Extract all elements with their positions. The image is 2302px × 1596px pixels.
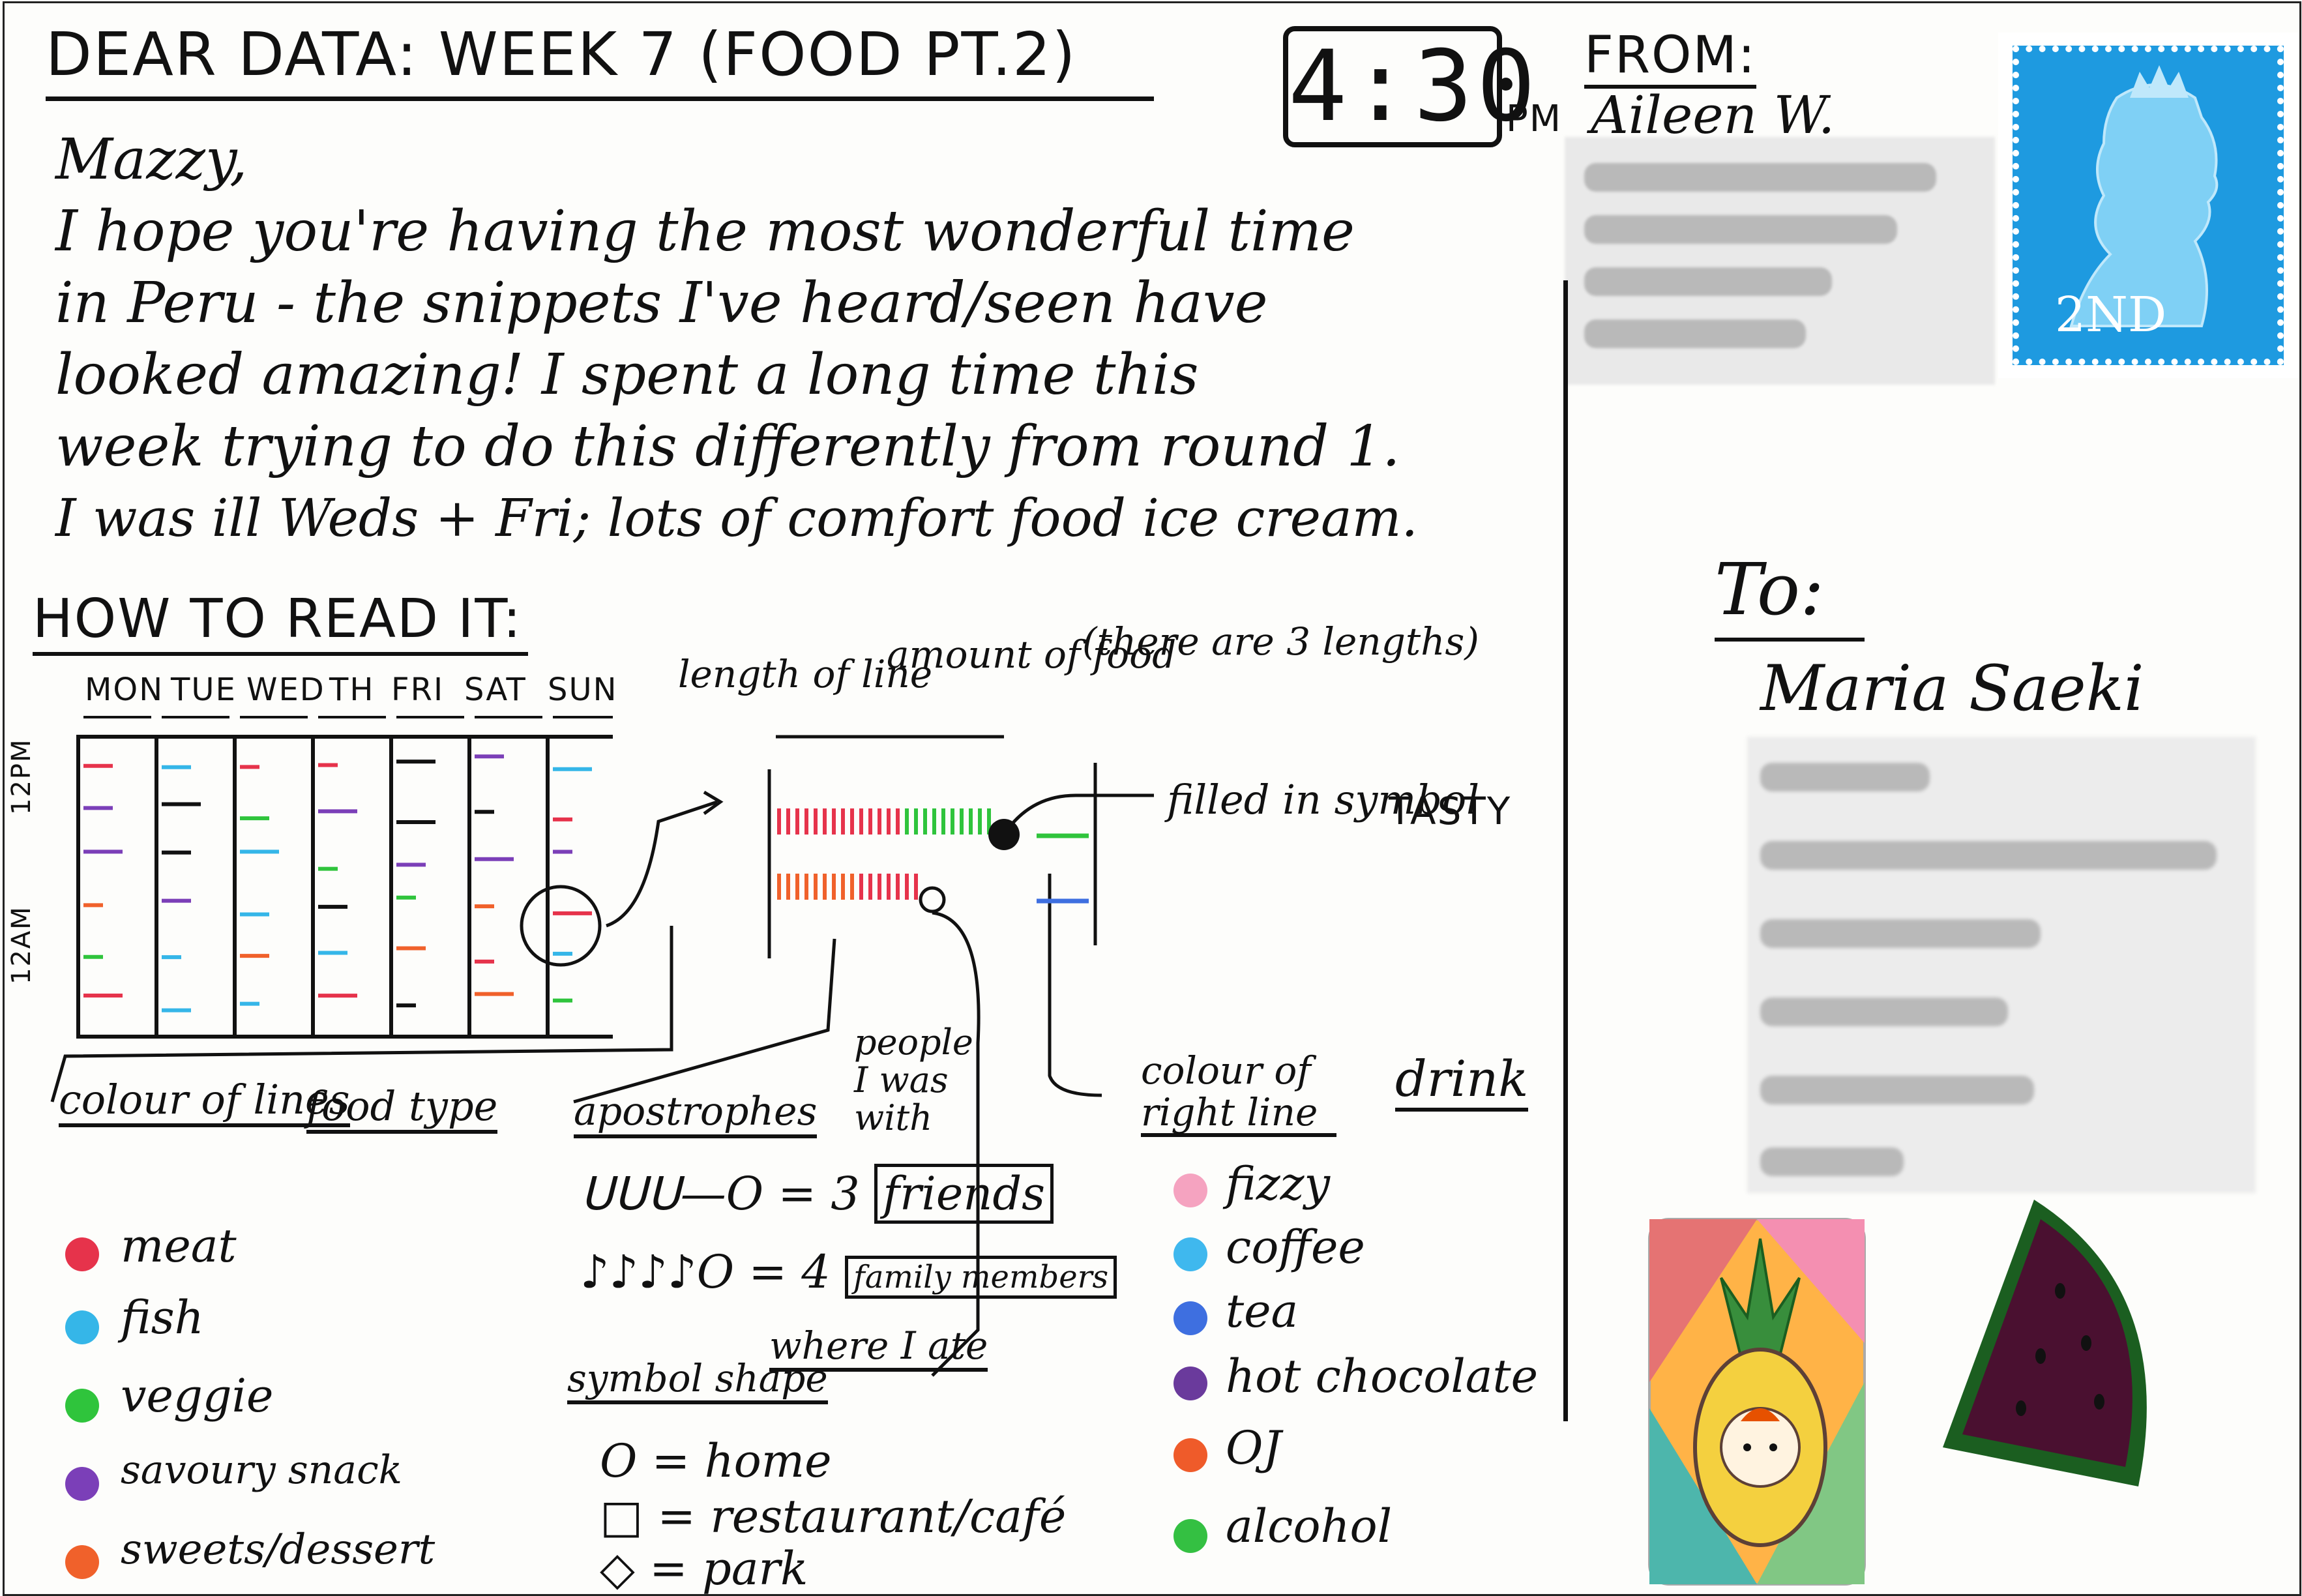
apostrophe-example-3: ᑌᑌᑌ—O = 3 friends	[580, 1164, 1054, 1224]
letter-line: looked amazing! I spent a long time this	[55, 342, 1199, 407]
food-type-label: food type	[306, 1082, 498, 1134]
symbol-shape-label: symbol shape	[567, 1356, 828, 1404]
from-label: FROM:	[1584, 26, 1757, 89]
count-value: 3	[831, 1167, 860, 1220]
food-legend-label: fish	[121, 1291, 204, 1344]
where-ate-label: where I ate	[769, 1323, 988, 1372]
title-underline	[46, 96, 1154, 101]
to-address-redacted	[1747, 737, 2256, 1193]
food-legend-label: meat	[121, 1219, 237, 1273]
food-legend-label: sweets/dessert	[121, 1526, 435, 1574]
watermelon-pin	[1943, 1200, 2147, 1486]
hot-chocolate-swatch	[1173, 1367, 1207, 1400]
address-divider	[1563, 280, 1568, 1421]
letter-line: in Peru - the snippets I've heard/seen h…	[55, 271, 1268, 336]
colour-of-right-line-label: colour of right line	[1141, 1050, 1336, 1137]
legend-title: HOW TO READ IT:	[33, 588, 523, 650]
alcohol-swatch	[1173, 1519, 1207, 1553]
stamp-face: 2ND	[2013, 46, 2284, 365]
drink-legend-label: hot chocolate	[1226, 1350, 1539, 1403]
digital-clock: 4:30	[1283, 26, 1535, 147]
sweets-dessert-swatch	[65, 1545, 99, 1579]
filled-note-left: filled in symbol	[1167, 776, 1480, 823]
fizzy-swatch	[1173, 1174, 1207, 1207]
food-legend-label: savoury snack	[121, 1447, 403, 1493]
count-value: 4	[801, 1245, 831, 1299]
filled-note-right: TASTY	[1389, 789, 1512, 833]
from-address-redacted	[1565, 137, 1995, 385]
postage-stamp: 2ND	[1998, 33, 2298, 378]
clock-suffix: PM	[1506, 98, 1563, 140]
savoury-snack-swatch	[65, 1467, 99, 1501]
drink-legend-label: alcohol	[1226, 1500, 1393, 1553]
day-label: TH	[329, 672, 375, 708]
drink-legend-label: fizzy	[1226, 1157, 1330, 1211]
shape-glyph: □	[600, 1490, 643, 1543]
tea-swatch	[1173, 1301, 1207, 1335]
who-value: friends	[874, 1164, 1054, 1224]
shape-meaning: restaurant/café	[710, 1490, 1067, 1543]
veggie-swatch	[65, 1389, 99, 1423]
shape-glyph: O	[600, 1434, 638, 1488]
people-label: people I was with	[854, 1022, 973, 1138]
shape-glyph: ◇	[600, 1542, 635, 1595]
coffee-swatch	[1173, 1237, 1207, 1271]
shape-meaning: park	[702, 1542, 808, 1595]
day-label: MON	[85, 672, 164, 708]
from-name: Aileen W.	[1591, 85, 1835, 145]
meat-swatch	[65, 1237, 99, 1271]
day-label: SUN	[548, 672, 618, 708]
legend-title-underline	[33, 652, 528, 656]
week-chart	[76, 716, 613, 1039]
apostrophes-label: apostrophes	[574, 1089, 818, 1138]
queen-profile-icon	[2069, 65, 2219, 327]
day-label: SAT	[464, 672, 527, 708]
to-label: To:	[1715, 548, 1825, 631]
day-label: WED	[246, 672, 325, 708]
food-legend-label: veggie	[121, 1369, 274, 1423]
length-note-aside: (there are 3 lengths)	[1082, 619, 1479, 664]
drink-legend-label: OJ	[1226, 1421, 1282, 1475]
oj-swatch	[1173, 1438, 1207, 1472]
to-name: Maria Saeki	[1760, 652, 2144, 725]
drink-label: drink	[1395, 1050, 1529, 1112]
apostrophe-example-4: ♪♪♪♪O = 4 family members	[580, 1245, 1117, 1299]
length-note-right: amount of food	[887, 632, 1177, 677]
day-label: FRI	[391, 672, 445, 708]
pineapple-leaves-icon	[1720, 1238, 1801, 1357]
shape-meaning: home	[704, 1434, 832, 1488]
shape-legend-restaurant: □ = restaurant/café	[600, 1490, 1067, 1543]
stamp-value: 2ND	[2055, 287, 2167, 343]
shape-legend-home: O = home	[600, 1434, 832, 1488]
letter-line: Mazzy,	[55, 127, 248, 192]
page-title: DEAR DATA: WEEK 7 (FOOD PT.2)	[46, 20, 1077, 89]
letter-line: I was ill Weds + Fri; lots of comfort fo…	[55, 488, 1418, 548]
length-note-left: length of line	[678, 652, 933, 696]
to-underline	[1715, 638, 1865, 642]
drink-legend-label: tea	[1226, 1284, 1299, 1338]
drink-legend-label: coffee	[1226, 1220, 1365, 1274]
pineapple-pin	[1648, 1218, 1866, 1586]
shape-legend-park: ◇ = park	[600, 1542, 808, 1595]
letter-line: week trying to do this differently from …	[55, 414, 1400, 479]
letter-line: I hope you're having the most wonderful …	[55, 199, 1355, 264]
who-value: family members	[845, 1256, 1117, 1299]
day-label: TUE	[171, 672, 237, 708]
fish-swatch	[65, 1310, 99, 1344]
